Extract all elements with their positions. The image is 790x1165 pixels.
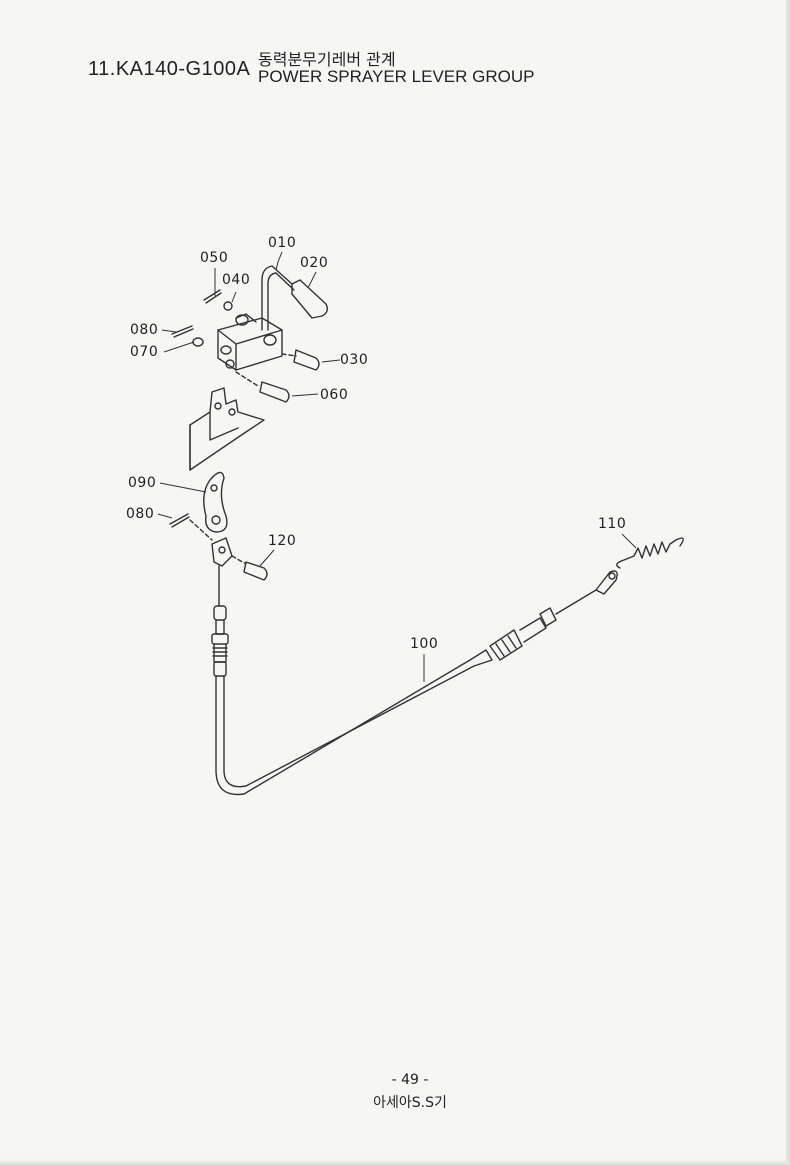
cable-clevis [211, 537, 233, 567]
page-edge-bottom [0, 1159, 790, 1165]
part-label-070: 070 [130, 344, 159, 360]
page-number: - 49 - [391, 1072, 429, 1088]
title-korean: 동력분무기레버 관계 [258, 50, 396, 69]
mounting-bracket [189, 387, 265, 471]
split-pin-lower [169, 513, 190, 528]
part-label-120: 120 [268, 533, 297, 549]
part-label-110: 110 [598, 516, 627, 532]
part-label-040: 040 [222, 272, 251, 288]
cable-fitting [213, 605, 227, 621]
tension-spring [616, 537, 684, 569]
bushing [235, 314, 249, 326]
split-pin-left [171, 325, 194, 338]
lever-rod [261, 265, 293, 331]
lever-knob [291, 279, 329, 319]
split-pin-top [203, 289, 222, 304]
clevis-pin-030 [293, 349, 320, 371]
part-label-030: 030 [340, 352, 369, 368]
part-label-010: 010 [268, 235, 297, 251]
cable-eye-end [595, 570, 618, 595]
title-english: POWER SPRAYER LEVER GROUP [258, 67, 535, 86]
part-label-080: 080 [130, 322, 159, 338]
part-label-100: 100 [410, 636, 439, 652]
clevis-pin-060 [259, 381, 290, 403]
part-label-060: 060 [320, 387, 349, 403]
cable-outer [215, 659, 471, 796]
publisher-name: 아세아S.S기 [373, 1095, 447, 1111]
link-plate [203, 471, 228, 533]
part-label-020: 020 [300, 255, 329, 271]
part-label-050: 050 [200, 250, 229, 266]
page-edge-right [786, 0, 790, 1165]
clevis-pin-120 [243, 561, 268, 581]
lever-hub [217, 317, 283, 371]
catalog-code: 11.KA140-G100A [88, 58, 251, 80]
part-label-090: 090 [128, 475, 157, 491]
part-label-080-lower: 080 [126, 506, 155, 522]
